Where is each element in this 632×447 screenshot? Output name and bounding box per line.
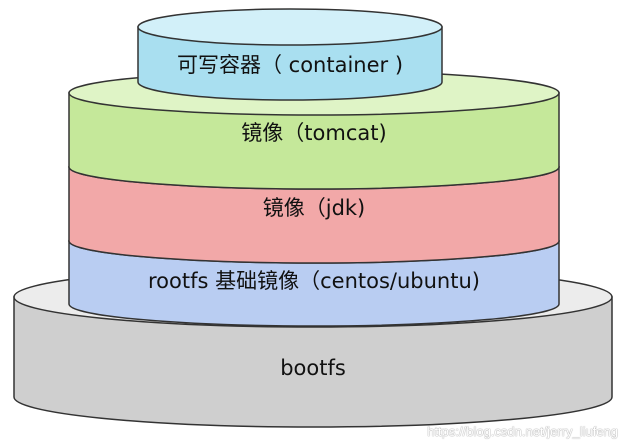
layer-tomcat-label: 镜像（tomcat) xyxy=(241,121,386,145)
layer-container: 可写容器（ container ) xyxy=(137,8,443,101)
layer-container-side xyxy=(137,26,443,101)
layer-container-top xyxy=(137,8,443,46)
layer-jdk-label: 镜像（jdk) xyxy=(263,196,366,220)
layer-container-label: 可写容器（ container ) xyxy=(177,53,403,77)
layer-bootfs-label: bootfs xyxy=(280,356,346,380)
layer-tomcat-side xyxy=(68,92,560,190)
layer-rootfs-label: rootfs 基础镜像（centos/ubuntu) xyxy=(148,269,480,293)
layer-jdk-side xyxy=(68,166,560,264)
layer-rootfs-side xyxy=(68,240,560,327)
watermark: https://blog.csdn.net/jerry_liufeng xyxy=(427,424,618,439)
layer-bootfs-side xyxy=(13,296,613,428)
